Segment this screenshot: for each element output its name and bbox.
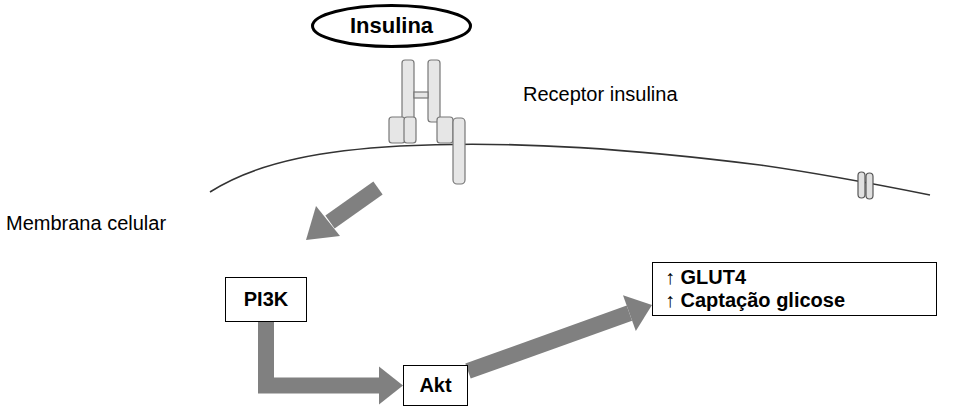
cell-membrane — [210, 144, 930, 195]
insulin-receptor — [389, 60, 465, 184]
hormone-ellipse: Insulina — [311, 4, 472, 48]
activation-arrow — [306, 188, 378, 240]
flow-arrow — [468, 295, 652, 371]
node-text: ↑ GLUT4 — [665, 266, 746, 289]
flow-arrow — [266, 322, 403, 405]
node-text: Insulina — [350, 13, 433, 38]
membrane-label: Membrana celular — [6, 212, 166, 235]
receptor-label: Receptor insulina — [523, 83, 678, 106]
node-text: PI3K — [244, 288, 288, 311]
process-box: PI3K — [225, 277, 307, 322]
effect-box: ↑ GLUT4↑ Captação glicose — [652, 262, 937, 316]
process-box: Akt — [403, 365, 468, 406]
node-text: Akt — [419, 374, 451, 397]
membrane-channel — [858, 172, 873, 199]
node-text: ↑ Captação glicose — [665, 289, 845, 312]
